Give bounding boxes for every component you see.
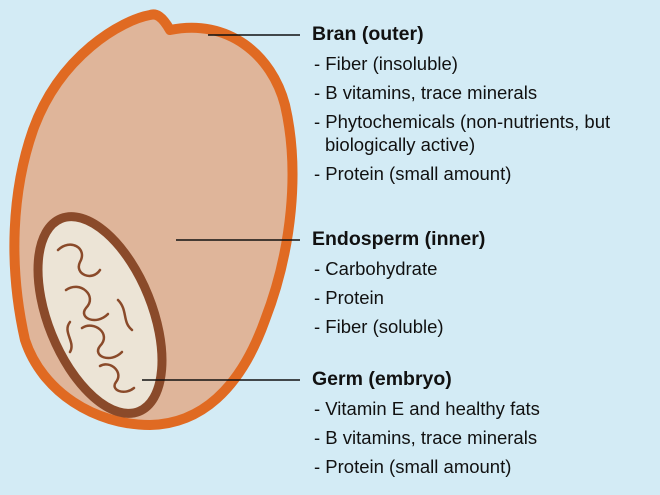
- germ-item: - B vitamins, trace minerals: [314, 426, 657, 449]
- endosperm-item: - Fiber (soluble): [314, 315, 657, 338]
- endosperm-section: Endosperm (inner) - Carbohydrate - Prote…: [312, 227, 657, 344]
- germ-item: - Vitamin E and healthy fats: [314, 397, 657, 420]
- endosperm-item: - Carbohydrate: [314, 257, 657, 280]
- bran-item: - Phytochemicals (non-nutrients, but bio…: [314, 110, 660, 156]
- bran-item: - B vitamins, trace minerals: [314, 81, 657, 104]
- bran-heading: Bran (outer): [312, 22, 657, 46]
- germ-heading: Germ (embryo): [312, 367, 657, 391]
- bran-item: - Protein (small amount): [314, 162, 657, 185]
- endosperm-heading: Endosperm (inner): [312, 227, 657, 251]
- endosperm-item: - Protein: [314, 286, 657, 309]
- bran-section: Bran (outer) - Fiber (insoluble) - B vit…: [312, 22, 657, 191]
- germ-item: - Protein (small amount): [314, 455, 657, 478]
- bran-item: - Fiber (insoluble): [314, 52, 657, 75]
- germ-section: Germ (embryo) - Vitamin E and healthy fa…: [312, 367, 657, 484]
